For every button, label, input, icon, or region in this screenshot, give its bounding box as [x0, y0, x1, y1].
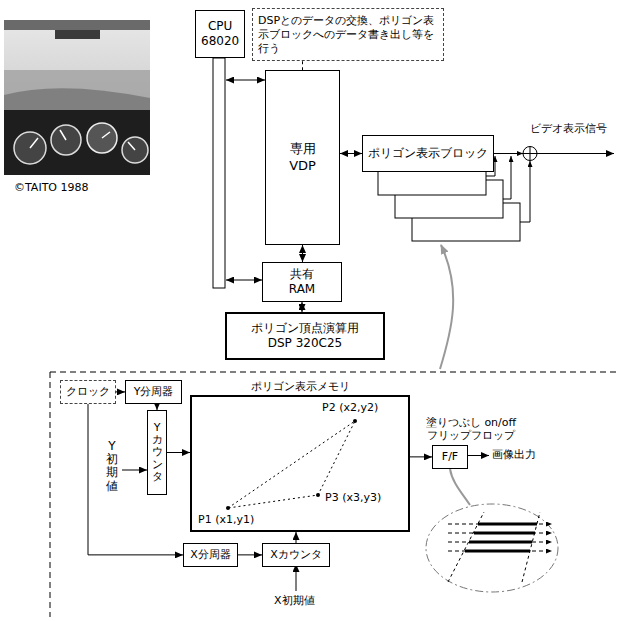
- vertex-dot: [353, 419, 357, 423]
- box-label: VDP: [289, 158, 316, 174]
- divider-box: X分周器: [183, 543, 238, 567]
- detail-leader: [450, 469, 470, 505]
- box-label: RAM: [289, 282, 315, 297]
- signal-arrow: [410, 456, 432, 457]
- screenshot-dashboard: [4, 110, 150, 175]
- counter-box: Xカウンタ: [262, 543, 330, 567]
- mixer-symbol: [523, 147, 537, 161]
- box-label: 共有: [290, 267, 314, 282]
- box-label: 68020: [201, 34, 239, 49]
- initial-value-arrow: [122, 470, 147, 471]
- screenshot-horizon: [4, 70, 150, 110]
- flipflop-box: 塗りつぶし on/off フリップフロップF/F: [432, 445, 468, 469]
- leader-line: [302, 61, 303, 70]
- box-label: X分周器: [190, 548, 231, 562]
- box-label: ポリゴン表示ブロック: [368, 146, 488, 161]
- cpu-box: CPU68020: [195, 10, 245, 58]
- box-label: 専用: [290, 141, 316, 157]
- screenshot-visor: [55, 30, 100, 39]
- block-output-arrow: [520, 161, 530, 222]
- box-label: Xカウンタ: [270, 548, 322, 562]
- signal-name: X初期値: [274, 594, 315, 608]
- vdp-box: 専用VDP: [265, 70, 340, 245]
- clock-box: クロック: [60, 380, 116, 404]
- bus-arrow: [226, 280, 262, 281]
- vertex-label: P2 (x2,y2): [322, 401, 378, 415]
- box-label: Y分周器: [134, 385, 174, 399]
- box-label: DSPとのデータの交換、ポリゴン表示ブロックへのデータ書き出し等を行う: [258, 14, 438, 55]
- copyright-note: ©TAITO 1988: [14, 181, 89, 195]
- box-label: CPU: [208, 19, 232, 34]
- polygon-block: ポリゴン表示ブロック: [362, 135, 494, 172]
- signal-arrow: [302, 302, 303, 312]
- signal-name: Y初期値: [106, 440, 118, 493]
- detail-pointer: [440, 245, 453, 369]
- box-label: Yカウンタ: [152, 422, 163, 482]
- screenshot-needles: [30, 130, 135, 150]
- vertex-dot: [226, 506, 230, 510]
- box-label: ポリゴン頂点演算用: [251, 321, 359, 336]
- cpu-bus: [213, 58, 225, 288]
- box-heading: 塗りつぶし on/off フリップフロップ: [415, 416, 527, 444]
- vertex-dot: [316, 493, 320, 497]
- signal-arrow: [116, 391, 125, 392]
- box-label: クロック: [66, 385, 110, 399]
- ram-box: 共有RAM: [262, 262, 342, 302]
- box-label: F/F: [442, 450, 458, 464]
- dsp-box: ポリゴン頂点演算用DSP 320C25: [225, 312, 385, 360]
- signal-arrow: [88, 404, 183, 555]
- screenshot-ground: [4, 88, 150, 110]
- box-heading: ポリゴン表示メモリ: [251, 380, 350, 394]
- note-callout: DSPとのデータの交換、ポリゴン表示ブロックへのデータ書き出し等を行う: [252, 8, 444, 61]
- signal-arrow: [238, 554, 262, 555]
- signal-name: ビデオ表示信号: [530, 122, 607, 136]
- signal-arrow: [340, 153, 362, 154]
- signal-arrow: [302, 245, 303, 262]
- vertex-label: P3 (x3,y3): [325, 491, 381, 505]
- initial-value-arrow: [296, 564, 297, 591]
- detail-frame: [50, 372, 617, 617]
- box-label: DSP 320C25: [268, 336, 342, 351]
- signal-name: 画像出力: [492, 448, 536, 462]
- image-output-arrow: [468, 455, 489, 456]
- bus-arrow: [226, 80, 265, 81]
- fill-detail: [426, 504, 558, 592]
- screenshot-sky: [4, 20, 150, 175]
- divider-box: Y分周器: [125, 380, 182, 404]
- signal-arrow: [296, 532, 297, 543]
- video-output-arrow: [537, 153, 614, 154]
- vertex-label: P1 (x1,y1): [198, 513, 254, 527]
- block-output-arrow: [503, 156, 511, 199]
- game-screenshot: [4, 20, 150, 175]
- screenshot-frame-top: [4, 20, 150, 30]
- signal-arrow: [167, 452, 190, 453]
- memory-box: ポリゴン表示メモリ: [190, 395, 410, 532]
- counter-box: Yカウンタ: [147, 410, 167, 495]
